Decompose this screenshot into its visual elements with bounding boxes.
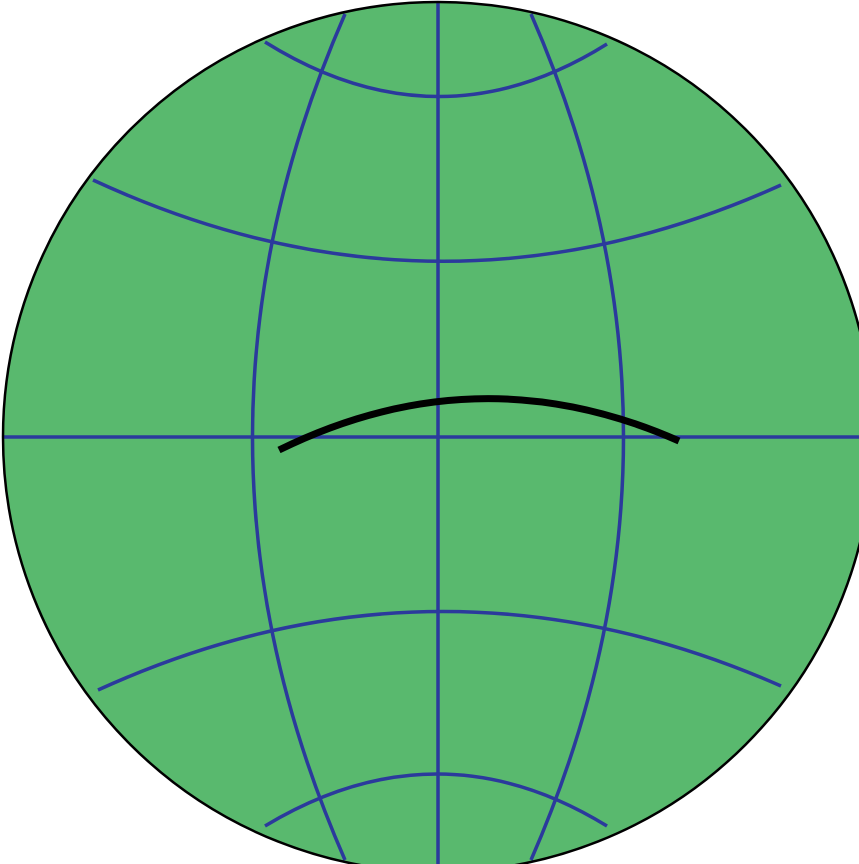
globe-disk xyxy=(3,2,859,864)
